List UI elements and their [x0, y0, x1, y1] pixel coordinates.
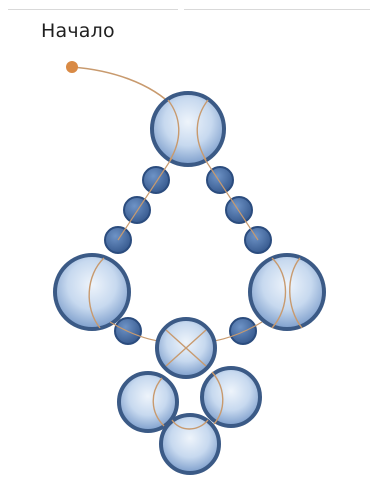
big-bead-bottom	[161, 415, 219, 473]
small-bead	[207, 167, 233, 193]
thread-left-arm	[118, 158, 172, 240]
thread-start	[72, 67, 175, 108]
small-bead	[226, 197, 252, 223]
small-bead	[143, 167, 169, 193]
big-bead-top	[152, 93, 224, 165]
small-bead	[230, 318, 256, 344]
big-bead-left	[55, 255, 129, 329]
small-bead	[124, 197, 150, 223]
big-bead-bottom-right	[202, 368, 260, 426]
big-bead-right	[250, 255, 324, 329]
thread-right-arm	[204, 158, 258, 240]
start-dot	[66, 61, 78, 73]
big-bead-center	[157, 319, 215, 377]
